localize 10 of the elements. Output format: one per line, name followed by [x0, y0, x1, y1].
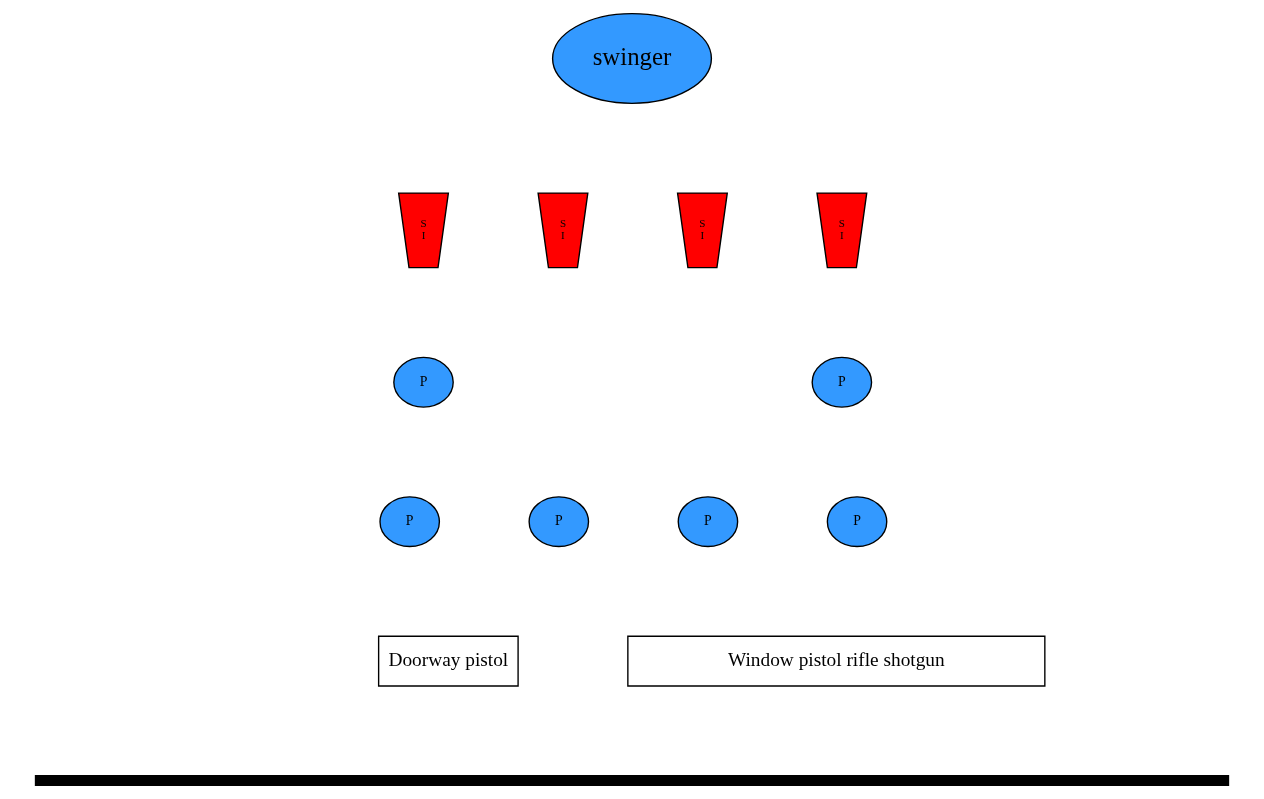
node-bar	[34, 775, 1230, 787]
node-ellipse: P	[677, 496, 739, 548]
node-ellipse: P	[379, 496, 441, 548]
node-ellipse: P	[811, 356, 873, 408]
node-box: Window pistol rifle shotgun	[627, 635, 1046, 687]
node-box: Doorway pistol	[377, 635, 519, 687]
node-ellipse: P	[528, 496, 590, 548]
node-ellipse: P	[826, 496, 888, 548]
node-ellipse: swinger	[551, 12, 713, 104]
node-ellipse: P	[393, 356, 454, 408]
